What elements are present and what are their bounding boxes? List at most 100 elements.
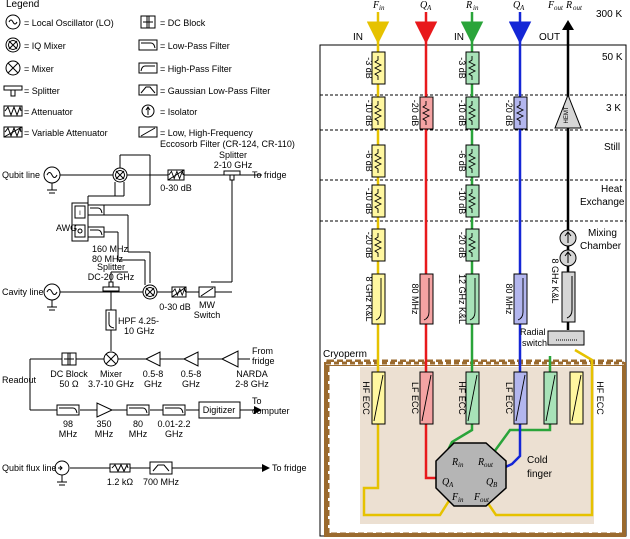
stage-still: Still xyxy=(604,142,620,153)
attenuator-glyphs xyxy=(373,56,582,422)
y-label-6: 8 GHz K&L xyxy=(364,276,374,321)
lpf-80-mhz-icon xyxy=(126,404,150,416)
splitter-icon xyxy=(3,85,23,97)
cavity-variable-attenuator-icon xyxy=(171,286,187,298)
b-label-1: -20 dB xyxy=(504,100,514,127)
high-pass-filter-icon xyxy=(138,62,158,74)
qa-subscript-1: A xyxy=(426,4,432,12)
hemt-label: HEMT xyxy=(564,106,570,123)
yellow-att-1 xyxy=(371,51,386,85)
port-f-in-sub: in xyxy=(458,496,464,504)
cavity-line-label: Cavity line xyxy=(2,287,44,297)
top-splitter-icon xyxy=(223,170,241,181)
port-r-in-sub: in xyxy=(458,461,464,469)
mid-var-att-label: 0-30 dB xyxy=(159,302,191,312)
red-att xyxy=(419,96,434,130)
qubit-variable-attenuator-icon xyxy=(167,169,185,181)
green-att-1 xyxy=(465,51,480,85)
isolator-icon xyxy=(141,104,155,118)
yellow-kl-filter xyxy=(371,273,386,325)
blue-80mhz-filter xyxy=(513,273,528,325)
yellow-column xyxy=(371,51,584,425)
awg-lpf-2-icon xyxy=(87,226,105,238)
legend-title: Legend xyxy=(6,0,39,10)
amp2-label-2: GHz xyxy=(182,379,201,389)
ecc-label-3: HF ECC xyxy=(457,381,467,415)
iq-mixer-icon xyxy=(5,37,21,53)
legend-gaussian-lpf-label: = Gaussian Low-Pass Filter xyxy=(160,86,270,96)
awg-lpf-1-icon xyxy=(87,204,105,216)
readout-label: Readout xyxy=(2,375,37,385)
mw-switch-icon xyxy=(198,286,216,298)
readout-mixer-label-2: 3.7-10 GHz xyxy=(88,379,135,389)
readout-mixer-label-1: Mixer xyxy=(100,369,122,379)
f-out-subscript: out xyxy=(554,4,564,12)
local-oscillator-icon xyxy=(5,14,21,30)
readout-mixer-icon xyxy=(103,351,119,367)
mid-splitter-label-2: DC-20 GHz xyxy=(88,272,135,282)
eccosorb-filter-icon xyxy=(138,126,158,138)
awg-freq-2-label: 80 MHz xyxy=(92,254,124,264)
radial-label-2: switch xyxy=(522,338,547,348)
g-label-4: -10 dB xyxy=(457,188,467,215)
mw-switch-label-2: Switch xyxy=(194,310,221,320)
cold-finger-label-2: finger xyxy=(527,469,553,480)
amp2-label-1: 0.5-8 xyxy=(181,369,202,379)
room-temp-components: I xyxy=(43,166,250,476)
amp-0-5-8-ghz-1 xyxy=(144,351,161,367)
output-chain: HEMT Radial switch xyxy=(520,93,585,348)
legend-hpf-label: = High-Pass Filter xyxy=(160,64,232,74)
vertical-labels: -3 dB -10 dB -6 dB -10 dB -20 dB 8 GHz K… xyxy=(361,57,605,415)
mid-splitter-icon xyxy=(102,281,120,292)
legend-attenuator-label: = Attenuator xyxy=(24,107,73,117)
readout-hpf-icon xyxy=(105,309,117,331)
r-out-subscript: out xyxy=(573,4,583,12)
r-in-label: R xyxy=(465,0,472,11)
in-label-2: IN xyxy=(454,32,464,43)
dc-block-icon-readout xyxy=(61,352,77,366)
lpf2-label-1: 80 xyxy=(133,419,143,429)
red-80mhz-filter xyxy=(419,273,434,325)
f-out-label: F xyxy=(547,0,555,11)
legend-mixer-label: = Mixer xyxy=(24,64,54,74)
yellow-att-4 xyxy=(371,184,386,218)
qubit-line-label: Qubit line xyxy=(2,170,40,180)
awg-freq-1-label: 160 MHz xyxy=(92,244,129,254)
amp-0-5-8-ghz-2 xyxy=(182,351,199,367)
dc-block-label-1: DC Block xyxy=(50,369,88,379)
flux-line-label: Qubit flux line xyxy=(2,463,57,473)
top-splitter-label-1: Splitter xyxy=(219,150,247,160)
legend-lpf-label: = Low-Pass Filter xyxy=(160,41,230,51)
port-qb: Q xyxy=(486,477,494,488)
y-label-1: -3 dB xyxy=(364,57,374,79)
gaussian-low-pass-filter-icon xyxy=(138,84,158,96)
qubit-lo-icon xyxy=(43,166,61,184)
low-pass-filter-icon xyxy=(138,39,158,51)
radial-switch-box xyxy=(547,330,585,346)
radial-label-1: Radial xyxy=(520,327,546,337)
r-in-subscript: in xyxy=(473,4,479,12)
variable-attenuator-icon xyxy=(3,126,23,138)
lpf1-label-2: MHz xyxy=(59,429,78,439)
hpf-label-2: 10 GHz xyxy=(124,326,155,336)
qubit-iq-mixer-icon xyxy=(112,167,128,183)
y-label-4: -10 dB xyxy=(364,188,374,215)
legend-isolator-label: = Isolator xyxy=(160,107,197,117)
port-qa: Q xyxy=(442,477,450,488)
qa-subscript-2: A xyxy=(519,4,525,12)
lpf1-label-1: 98 xyxy=(63,419,73,429)
f-in-label: F xyxy=(372,0,380,11)
digitizer-box xyxy=(198,401,241,419)
amp3-label-2: MHz xyxy=(95,429,114,439)
narda-label-2: 2-8 GHz xyxy=(235,379,269,389)
room-temp-labels: Qubit line Splitter 2-10 GHz 0-30 dB To … xyxy=(2,150,307,487)
yellow-att-3 xyxy=(371,144,386,178)
flux-resistor-icon xyxy=(109,463,131,473)
cavity-lo-icon xyxy=(43,283,61,301)
legend-dc-block-label: = DC Block xyxy=(160,18,206,28)
fridge: 300 K 50 K 3 K Still Heat Exchange Mixin… xyxy=(319,0,627,537)
port-r-out: R xyxy=(477,457,484,468)
attenuator-icon xyxy=(3,105,23,117)
g-label-5: -20 dB xyxy=(457,232,467,259)
